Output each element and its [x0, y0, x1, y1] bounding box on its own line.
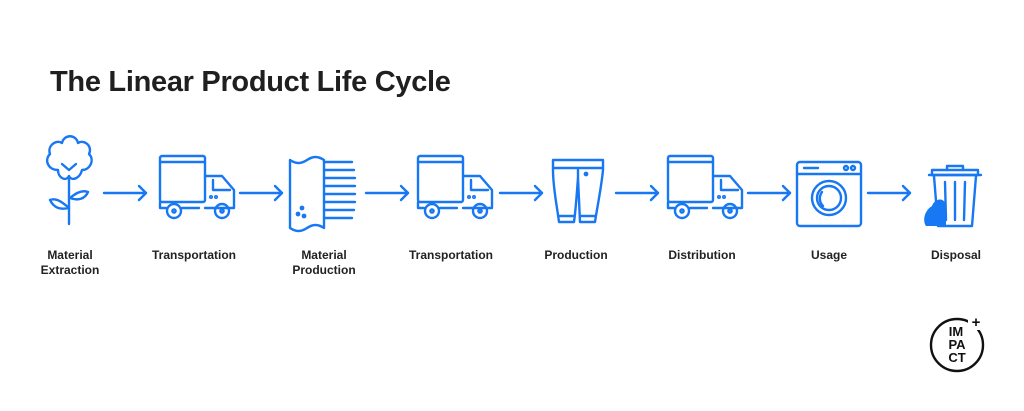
- truck-icon: [416, 154, 494, 220]
- jeans-icon: [551, 158, 605, 224]
- arrow-right-icon: [866, 184, 912, 202]
- logo-line-3: CT: [948, 350, 965, 365]
- stage-label-disposal: Disposal: [930, 248, 981, 262]
- stage-label-production: Production: [544, 248, 608, 262]
- cotton-plant-icon: [46, 135, 93, 226]
- washing-machine-icon: [795, 160, 863, 228]
- stage-label-transportation-2: Transportation: [408, 248, 493, 262]
- logo-plus-mark: +: [972, 314, 981, 331]
- stage-label-distribution: Distribution: [668, 248, 736, 262]
- logo-line-2: PA: [948, 337, 966, 352]
- fabric-icon: [288, 155, 357, 233]
- stage-label-material-production: Material Production: [292, 248, 356, 277]
- arrow-right-icon: [364, 184, 410, 202]
- trash-bag-icon: [924, 199, 946, 226]
- impact-logo: + IM PA CT: [929, 314, 985, 373]
- arrow-right-icon: [238, 184, 284, 202]
- truck-icon: [666, 154, 744, 220]
- stage-label-material-extraction: Material Extraction: [40, 248, 100, 277]
- arrow-right-icon: [746, 184, 792, 202]
- page-title: The Linear Product Life Cycle: [50, 66, 451, 98]
- arrow-right-icon: [614, 184, 660, 202]
- arrow-right-icon: [102, 184, 148, 202]
- stage-label-transportation: Transportation: [151, 248, 236, 262]
- truck-icon: [158, 154, 236, 220]
- arrow-right-icon: [498, 184, 544, 202]
- stage-label-usage: Usage: [810, 248, 848, 262]
- logo-line-1: IM: [949, 324, 963, 339]
